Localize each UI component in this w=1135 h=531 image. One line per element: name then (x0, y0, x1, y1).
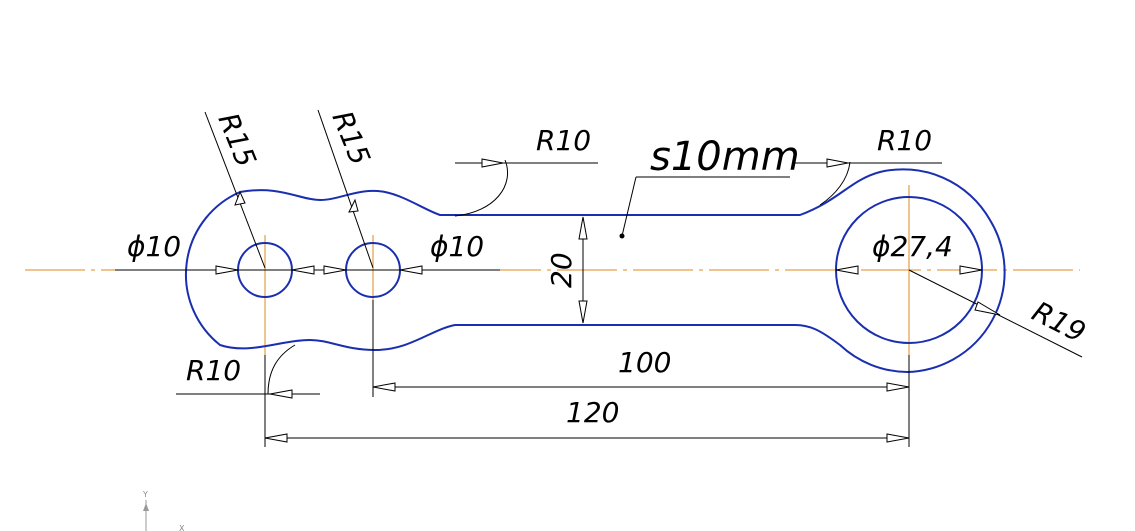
dia27-label: ϕ27,4 (872, 230, 953, 263)
axis-indicator-y-arrow (143, 503, 149, 511)
dimension-labels: R15 R15 R10 R10 s10mm ϕ10 ϕ10 ϕ27,4 R19 … (127, 106, 1091, 429)
len100-arrow-a (372, 382, 396, 392)
thickness-dot (619, 233, 625, 239)
r10-top-left-label: R10 (536, 124, 591, 157)
thickness-leader (621, 176, 637, 237)
dia10-right-arrow-a (323, 265, 347, 275)
r15-left-arrow (234, 190, 246, 206)
width20-arrow-b (578, 300, 588, 324)
axis-indicator-x-label: X (179, 524, 185, 531)
r10-bottom-arc (267, 344, 296, 395)
dia10-left-arrow-a (215, 265, 239, 275)
r19-label: R19 (1027, 295, 1091, 349)
r10-bottom-arrow (269, 389, 293, 399)
r10-tl-arc (454, 159, 509, 217)
axis-indicator-y-label: Y (142, 490, 148, 499)
dimension-lines (115, 109, 1083, 447)
r10-tl-arrow (481, 158, 504, 168)
r15-left-leader (204, 111, 266, 269)
r15-right-label: R15 (326, 106, 377, 169)
width20-arrow-a (578, 216, 588, 240)
r19-arrow (974, 301, 1001, 316)
thickness-label: s10mm (650, 134, 800, 180)
len120-arrow-a (264, 433, 288, 443)
dia10-right-arrow-b (399, 265, 423, 275)
r10-tr-arc (819, 161, 851, 206)
len100-arrow-b (886, 382, 910, 392)
width20-label: 20 (545, 252, 578, 288)
r15-right-arrow (348, 198, 359, 213)
dia27-arrow-a (835, 265, 859, 275)
dia27-arrow-b (959, 265, 983, 275)
axis-indicator: Y X (142, 490, 185, 531)
dia10-left-arrow-b (291, 265, 315, 275)
r10-bottom-label: R10 (186, 354, 241, 387)
len120-label: 120 (566, 396, 619, 429)
r15-right-leader (317, 109, 374, 269)
r10-tr-arrow (826, 158, 849, 168)
r15-left-label: R15 (212, 108, 263, 171)
outer-contour (185, 168, 1006, 373)
len100-label: 100 (618, 346, 671, 379)
dia10-left-label: ϕ10 (127, 230, 181, 263)
dia10-right-label: ϕ10 (430, 230, 484, 263)
len120-arrow-b (886, 433, 910, 443)
r10-top-right-label: R10 (877, 124, 932, 157)
